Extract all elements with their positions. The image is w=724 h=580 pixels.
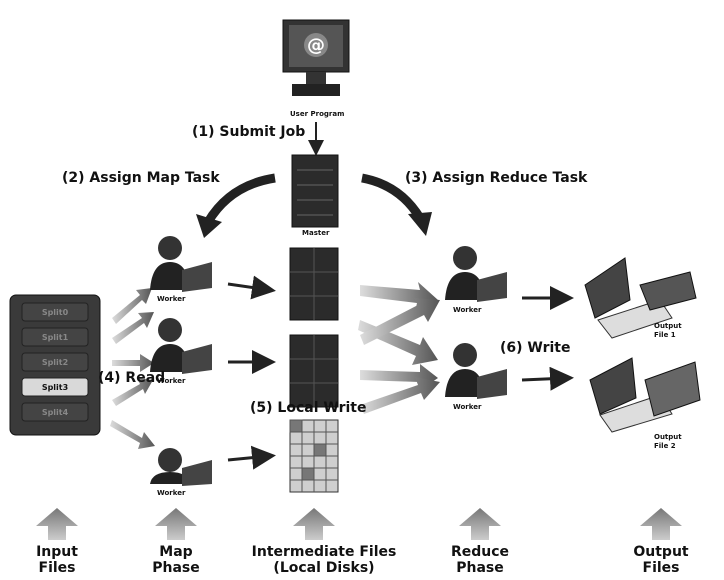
step-assign-map-task: (2) Assign Map Task [62,170,220,186]
map-worker-1-icon [150,236,212,292]
step-write: (6) Write [500,340,571,356]
map-worker-2-icon [150,318,212,374]
reduce-worker-1-label: Worker [453,306,482,314]
map-to-disk-arrow-1 [227,275,276,300]
map-worker-1-label: Worker [157,295,186,303]
split-4-label: Split4 [42,408,69,417]
intermediate-disk-2-icon [289,334,339,408]
reduce-worker-2-icon [445,343,507,399]
phase-input-line2: Files [38,560,76,576]
split-0-label: Split0 [42,308,69,317]
phase-map: Map Phase [141,544,211,576]
write-arrow-2 [521,366,574,391]
intermediate-disk-1-icon [289,247,339,321]
output-file-1-icon [584,257,697,339]
phase-output-line1: Output [633,544,689,560]
step-assign-reduce-task: (3) Assign Reduce Task [405,170,588,186]
split-3-label: Split3 [42,383,68,392]
shuffle-arrows [358,282,440,414]
intermediate-phase-arrow-icon [293,508,335,540]
map-to-disk-arrow-3 [227,445,276,470]
phase-input-line1: Input [36,544,78,560]
phase-output-line2: Files [642,560,680,576]
phase-intermediate-files: Intermediate Files (Local Disks) [244,544,404,576]
master-server-icon [291,154,339,228]
assign-map-arrow [204,173,276,225]
output-file-1-label: Output File 1 [654,322,682,339]
user-program-label: User Program [290,110,345,118]
split-2-label: Split2 [42,358,68,367]
map-phase-arrow-icon [155,508,197,540]
output-phase-arrow-icon [640,508,682,540]
reduce-phase-arrow-icon [459,508,501,540]
reduce-worker-2-label: Worker [453,403,482,411]
phase-map-line2: Phase [152,560,200,576]
intermediate-disk-3-icon [289,419,339,493]
assign-reduce-arrow [361,173,424,221]
input-files-panel [9,294,101,436]
user-program-computer-icon: @ [282,19,350,96]
phase-map-line1: Map [159,544,193,560]
map-worker-3-icon [150,448,212,486]
phase-reduce-line1: Reduce [450,544,510,560]
step-read: (4) Read [98,370,166,386]
map-worker-3-label: Worker [157,489,186,497]
output-file-2-label: Output File 2 [654,433,682,450]
phase-output-files: Output Files [626,544,696,576]
read-arrows [110,288,155,449]
phase-intermediate-line2: (Local Disks) [273,560,375,576]
phase-input-files: Input Files [22,544,92,576]
map-worker-2-label: Worker [157,377,186,385]
output-file-2-icon [589,357,701,433]
phase-reduce-line2: Phase [456,560,504,576]
phase-intermediate-line1: Intermediate Files [251,544,397,560]
master-label: Master [302,229,330,237]
step-submit-job: (1) Submit Job [192,124,306,140]
svg-text:@: @ [307,35,325,56]
input-phase-arrow-icon [36,508,78,540]
split-1-label: Split1 [42,333,69,342]
step-local-write: (5) Local Write [250,400,367,416]
phase-reduce: Reduce Phase [445,544,515,576]
reduce-worker-1-icon [445,246,507,302]
